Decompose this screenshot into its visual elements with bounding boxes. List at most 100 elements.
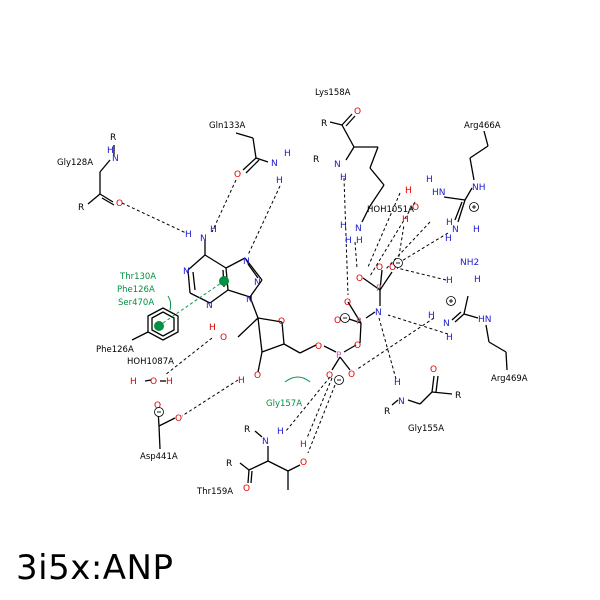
label-gly155: Gly155A — [408, 424, 444, 434]
atom-h3-arg466: H — [473, 225, 480, 235]
atom-h3-arg469: H — [428, 311, 435, 321]
atom-o2-ribose: O — [220, 333, 227, 343]
atom-o1-asp441: O — [175, 414, 182, 424]
atom-n3-adenine: N — [206, 301, 213, 311]
ring-centroid-adenine — [219, 276, 229, 286]
atom-hn-arg466: HN — [432, 188, 446, 198]
atom-o-pg-3: O — [389, 263, 396, 273]
atom-r-gly155: R — [384, 407, 390, 417]
atom-h-lys158: H — [340, 173, 347, 183]
atom-n-gly128: N — [112, 154, 119, 164]
atom-h2-hoh1051: H — [402, 215, 409, 225]
atom-h-hoh1051: H — [405, 186, 412, 196]
label-gly157: Gly157A — [266, 399, 302, 409]
label-lys158: Lys158A — [315, 88, 351, 98]
atom-o-pg-1: O — [356, 274, 363, 284]
atom-o-pa-1: O — [348, 370, 355, 380]
residue-labels: Gly128A Gln133A Lys158A Arg466A HOH1051A… — [57, 88, 528, 497]
atom-o3-ribose: O — [254, 371, 261, 381]
atom-pg: P — [376, 284, 382, 294]
pi-interaction — [154, 276, 311, 383]
atom-h-thr159: H — [277, 427, 284, 437]
atom-h-o3: H — [238, 376, 245, 386]
atom-o-gln133: O — [234, 170, 241, 180]
ligand-bonds — [187, 240, 393, 373]
atom-c8-adenine: N — [254, 278, 261, 288]
atom-r2-gly128: R — [78, 203, 84, 213]
atom-hn-arg469: HN — [478, 315, 492, 325]
label-gly128: Gly128A — [57, 158, 93, 168]
atom-n7-adenine: N — [243, 257, 250, 267]
label-arg466: Arg466A — [464, 121, 501, 131]
ring-centroid-phe126 — [154, 321, 164, 331]
atom-h-arg469: H — [446, 276, 453, 286]
atom-h3-lys158: H — [356, 236, 363, 246]
atom-h-o2: H — [209, 323, 216, 333]
atom-r2-thr159: R — [226, 459, 232, 469]
atom-n-gly155: N — [398, 397, 405, 407]
atom-n-bridge: N — [375, 308, 382, 318]
label-thr159: Thr159A — [196, 487, 233, 497]
atom-h2-arg466: H — [446, 218, 453, 228]
hydrogen-bonds — [121, 177, 449, 454]
diagram-title: 3i5x:ANP — [16, 548, 174, 588]
atom-h2-arg469: H — [474, 275, 481, 285]
label-phe126: Phe126A — [96, 345, 134, 355]
atom-h2-gln133: H — [276, 176, 283, 186]
residue-bonds — [87, 113, 508, 490]
atom-r2-gly155: R — [455, 391, 461, 401]
atom-n-lys158: N — [334, 160, 341, 170]
atom-o4-ribose: O — [278, 317, 285, 327]
atom-h-gly128: H — [107, 146, 114, 156]
label-phe126-pi: Phe126A — [117, 285, 155, 295]
label-arg469: Arg469A — [491, 374, 528, 384]
label-hoh1051: HOH1051A — [367, 205, 414, 215]
atom-pa: P — [336, 351, 342, 361]
atom-r-thr159: R — [244, 425, 250, 435]
atom-h2-thr159: H — [300, 440, 307, 450]
atom-o-gly128: O — [116, 199, 123, 209]
atom-r2-lys158: R — [313, 155, 319, 165]
label-ser470: Ser470A — [118, 298, 154, 308]
atom-h2-amine: H — [210, 225, 217, 235]
atom-nh2-arg469: NH2 — [460, 258, 479, 268]
atom-o-gly155: O — [430, 365, 437, 375]
atom-h4-arg469: H — [446, 333, 453, 343]
atom-n2-arg466: N — [452, 225, 459, 235]
atom-h-amine: H — [185, 230, 192, 240]
atom-h2-lys158: H — [340, 221, 347, 231]
label-thr130: Thr130A — [119, 272, 156, 282]
atom-h1-gln133: H — [284, 149, 291, 159]
atom-nh-arg466: NH — [472, 183, 486, 193]
charges — [154, 202, 479, 417]
atom-o-pa-2: O — [326, 371, 333, 381]
atom-n-gln133: N — [271, 159, 278, 169]
atom-n-thr159: N — [262, 437, 269, 447]
label-asp441: Asp441A — [140, 452, 178, 462]
atom-h4-lys158: H — [345, 236, 352, 246]
atom-o-hoh1051: O — [412, 203, 419, 213]
atom-h-gly155: H — [394, 378, 401, 388]
atom-o5-ribose: O — [315, 342, 322, 352]
atom-o-hoh1087: O — [150, 377, 157, 387]
label-hoh1087: HOH1087A — [127, 357, 174, 367]
atom-n9-adenine: N — [246, 295, 253, 305]
atom-n-amine: N — [200, 234, 207, 244]
atom-n1-adenine: N — [183, 267, 190, 277]
atom-o-lys158: O — [354, 107, 361, 117]
label-gln133: Gln133A — [209, 121, 246, 131]
atom-pb: P — [356, 317, 362, 327]
atom-r-lys158: R — [321, 119, 327, 129]
atom-o-pa-pb: O — [354, 341, 361, 351]
atom-labels: R H N O R O N H H R O R N H H N H H H O … — [78, 107, 492, 494]
atom-o2-thr159: O — [243, 484, 250, 494]
atom-r-gly128: R — [110, 133, 116, 143]
atom-o-pb-2: O — [344, 298, 351, 308]
atom-h4-arg466: H — [445, 234, 452, 244]
atom-h2-hoh1087: H — [166, 377, 173, 387]
atom-h-arg466: H — [426, 175, 433, 185]
atom-o-pb-1: O — [334, 316, 341, 326]
atom-o-pg-2: O — [376, 263, 383, 273]
atom-n-arg469: N — [443, 319, 450, 329]
